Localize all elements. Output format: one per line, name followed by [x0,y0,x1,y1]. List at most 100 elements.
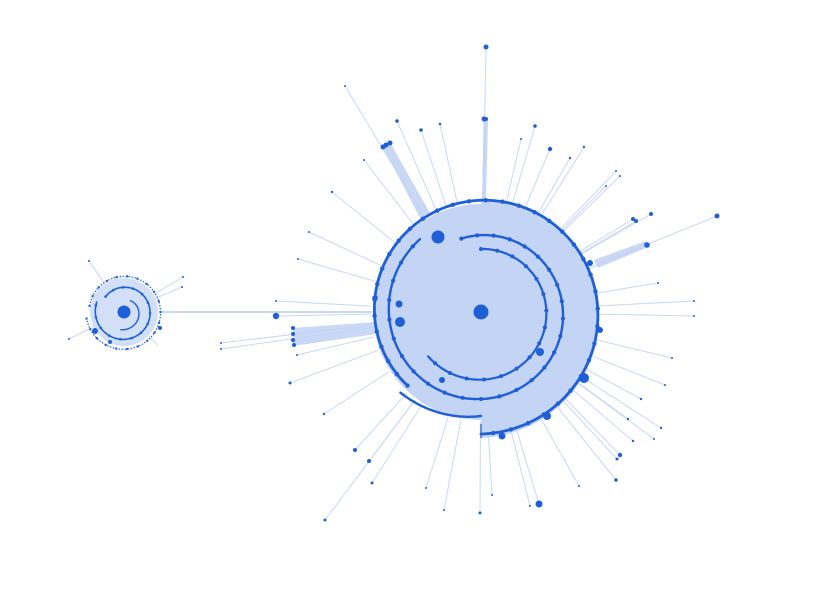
small-ring-node [147,301,150,304]
leaf-node [439,123,442,126]
leaf-node [657,282,659,284]
leaf-node [291,338,295,342]
leaf-node [275,300,277,302]
outer-ring-node [526,421,530,425]
small-ring-node [159,311,161,313]
leaf-node [353,448,357,452]
outer-ring-node [375,282,379,286]
outer-ring-node [517,204,521,208]
leaf-node [323,413,325,415]
leaf-node [308,231,310,233]
radial-edge [570,377,654,439]
small-ring-node [85,317,87,319]
small-ring-node [158,300,160,302]
leaf-node [419,128,423,132]
inner-ring-node [465,376,469,380]
hub-node [597,327,603,333]
middle-ring-node [411,244,415,248]
hub-node [536,348,544,356]
small-leaf-node [88,260,90,262]
outer-ring-node [405,383,409,387]
leaf-node [614,478,618,482]
outer-ring-node [372,314,376,318]
small-hub-node [118,306,131,319]
small-ring-node [99,327,102,330]
middle-ring-node [542,365,546,369]
leaf-node [569,157,571,159]
outer-ring-node [587,358,591,362]
radial-edge [309,232,381,266]
radial-edge [556,393,617,459]
inner-ring-node [510,255,514,259]
outer-ring-node [408,227,412,231]
outer-ring-node [572,242,576,246]
inner-ring-node [524,264,528,268]
small-ring-node [145,283,147,285]
small-ring-node [96,337,98,339]
radial-edge [536,158,570,217]
leaf-node [693,315,695,317]
inner-ring-node [482,378,486,382]
small-ring-node [136,278,138,280]
middle-ring-node [426,382,430,386]
inner-ring-node [543,325,547,329]
middle-ring-node [497,394,501,398]
outer-ring-node [568,389,572,393]
inner-ring-node [544,309,548,313]
outer-ring-node [484,198,488,202]
radial-edge [535,408,579,486]
outer-ring-node [395,372,399,376]
hub-node [499,433,506,440]
small-ring-node [91,295,93,297]
radial-edge [276,314,371,316]
middle-ring-node [387,318,391,322]
inner-ring-node [495,249,499,253]
small-ring-node [137,345,139,347]
middle-ring-node [558,334,562,338]
middle-ring-node [560,299,564,303]
radial-edge [524,149,550,211]
leaf-node [693,300,695,302]
middle-ring-node [555,283,559,287]
small-ring-node [126,348,128,350]
fill-layer [90,202,599,438]
small-ring-node [140,331,143,334]
middle-ring-node [536,255,540,259]
small-ring-node [97,286,99,288]
radial-edge [298,259,375,281]
middle-ring-node [443,391,447,395]
hub-node [395,317,405,327]
middle-ring-node [552,350,556,354]
small-ring-node [153,331,155,333]
hub-node [372,295,378,301]
leaf-node [529,505,531,507]
outer-ring-node [581,257,585,261]
middle-ring-node [399,260,403,264]
leaf-node [363,159,365,161]
outer-ring-node [387,252,391,256]
middle-ring-node [411,369,415,373]
small-ring-node [95,304,98,307]
inner-ring-node [537,341,541,345]
middle-ring-node [547,268,551,272]
radial-edge [276,301,371,306]
leaf-node [649,212,653,216]
middle-ring-node [514,388,518,392]
leaf-node [671,357,673,359]
outer-ring-node [491,431,495,435]
radial-edge [590,283,658,294]
outer-ring-node [592,341,596,345]
middle-ring-node [523,244,527,248]
small-ring-node [158,322,160,324]
small-ring-node [130,337,133,340]
outer-ring-node [500,200,504,204]
middle-ring-node [391,279,395,283]
small-ring-node [88,305,90,307]
hub-node [579,373,589,383]
leaf-node [220,348,222,350]
middle-ring-node [491,234,495,238]
leaf-node [273,313,279,319]
inner-ring-node [499,374,503,378]
leaf-node [615,170,617,172]
